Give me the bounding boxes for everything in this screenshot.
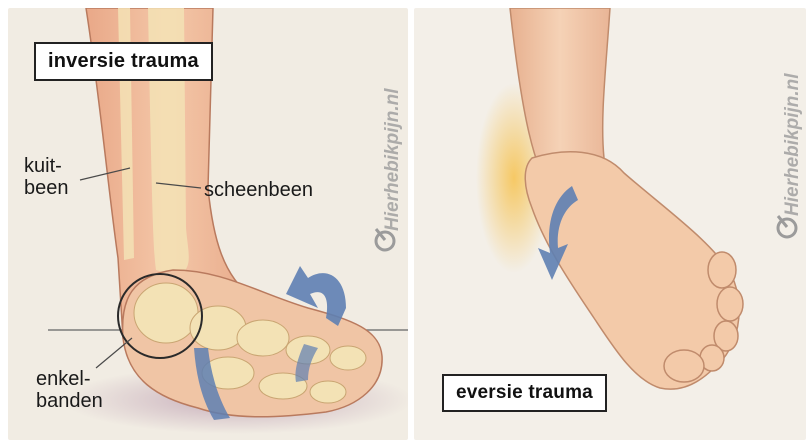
watermark-text: Hierhebikpijn.nl [382, 88, 404, 231]
watermark-text: Hierhebikpijn.nl [782, 73, 804, 216]
kuitbeen-label: kuit- been [24, 155, 69, 199]
kuitbeen-label-line1: kuit- [24, 155, 69, 177]
enkelbanden-label: enkel- banden [36, 368, 103, 412]
enkelbanden-label-line1: enkel- [36, 368, 103, 390]
enkelbanden-label-line2: banden [36, 390, 103, 412]
eversie-title: eversie trauma [442, 374, 607, 412]
scheenbeen-label: scheenbeen [204, 179, 313, 201]
kuitbeen-label-line2: been [24, 177, 69, 199]
inversie-title: inversie trauma [34, 42, 213, 81]
inversie-panel: inversie trauma kuit- been scheenbeen en… [8, 8, 408, 440]
watermark-logo-icon [774, 213, 800, 239]
eversie-panel: eversie trauma Hierhebikpijn.nl [414, 8, 806, 440]
